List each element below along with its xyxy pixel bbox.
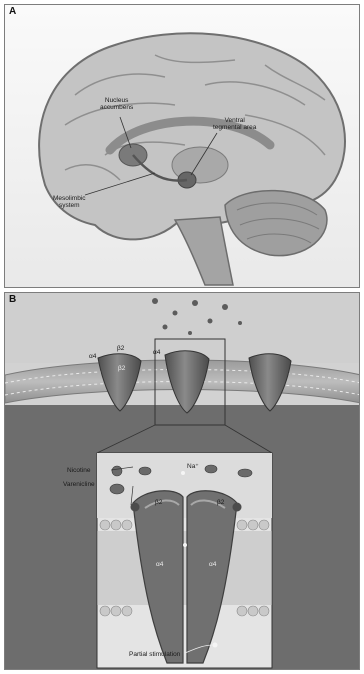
panel-b-letter: B [9,294,16,305]
brainstem [175,217,233,285]
na-ion-mid [183,543,187,547]
receptor-1 [98,354,141,411]
label-alpha4-b: α4 [153,349,160,356]
receptor-illustration [5,293,360,670]
receptor-3 [249,354,291,411]
label-beta2-a: β2 [117,345,124,352]
varenicline-left [131,503,140,512]
receptor-2 [165,351,209,413]
brain-illustration [5,5,360,288]
label-na-ion: Na⁺ [187,463,199,470]
panel-a-letter: A [9,6,16,17]
panel-a-brain: A Nucleus accumbens Ventral tegmental ar… [4,4,360,288]
label-beta2-b: β2 [118,365,125,372]
varenicline-right [233,503,242,512]
label-ventral-tegmental-area: Ventral tegmental area [213,117,256,132]
cerebellum [225,191,327,256]
panel-b-receptors: B β2 α4 α4 β2 Nicotine Varenicline Na⁺ β… [4,292,360,670]
label-beta2-left: β2 [155,499,162,506]
label-partial-stimulation: Partial stimulation [129,651,180,658]
na-ion-top [181,471,185,475]
label-nicotine: Nicotine [67,467,90,474]
label-alpha4-left: α4 [156,561,163,568]
label-alpha4-right: α4 [209,561,216,568]
label-varenicline: Varenicline [63,481,95,488]
label-alpha4-a: α4 [89,353,96,360]
label-nucleus-accumbens: Nucleus accumbens [100,97,133,112]
label-beta2-right: β2 [217,499,224,506]
label-mesolimbic-system: Mesolimbic system [53,195,86,210]
na-ion-bottom [213,643,218,648]
